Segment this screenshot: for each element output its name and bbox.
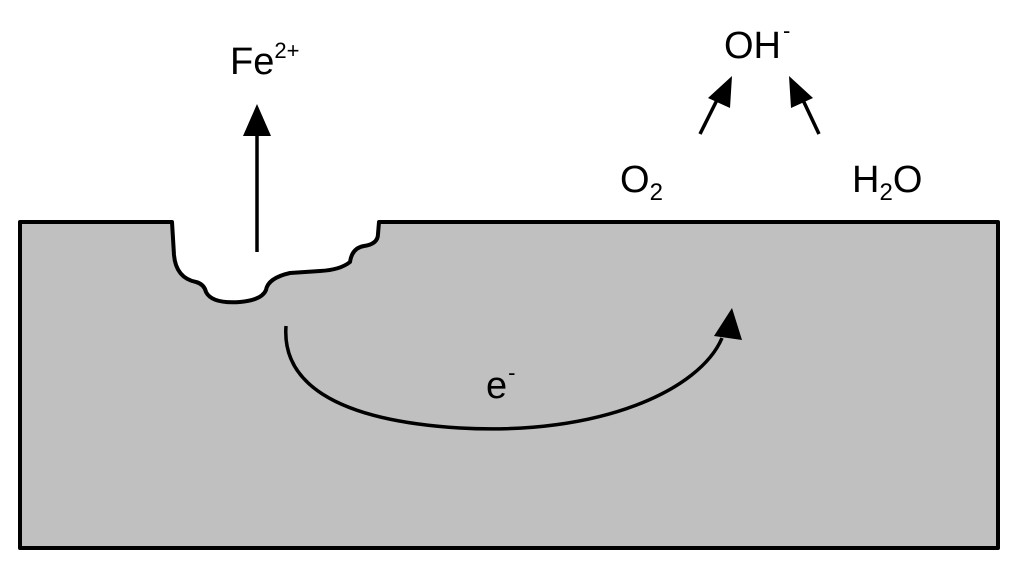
oxygen-arrow-head [708,76,732,108]
water-arrow-shaft [800,97,821,135]
electron-charge: - [508,360,515,385]
oxygen-arrow-shaft [698,97,720,135]
iron-ion-label: Fe2+ [230,38,299,83]
electron-flow-arrow [284,325,724,431]
hydroxide-charge: - [783,18,790,43]
water-subscript: 2 [879,179,892,206]
electron-base: e [486,365,507,407]
water-arrow-head [789,76,813,108]
iron-ion-base: Fe [230,41,274,83]
metal-block [18,220,1000,550]
water-pre: H [852,159,879,201]
oxygen-label: O2 [620,159,663,206]
water-post: O [893,159,923,201]
water-label: H2O [852,159,922,206]
oxygen-subscript: 2 [650,179,663,206]
hydroxide-base: OH [724,25,781,67]
iron-ion-charge: 2+ [274,38,299,63]
oxygen-base: O [620,159,650,201]
electron-flow-arrow-head [714,308,742,340]
hydroxide-label: OH- [724,18,790,67]
electron-label: e- [486,360,515,407]
iron-ion-arrow-head [243,104,271,136]
